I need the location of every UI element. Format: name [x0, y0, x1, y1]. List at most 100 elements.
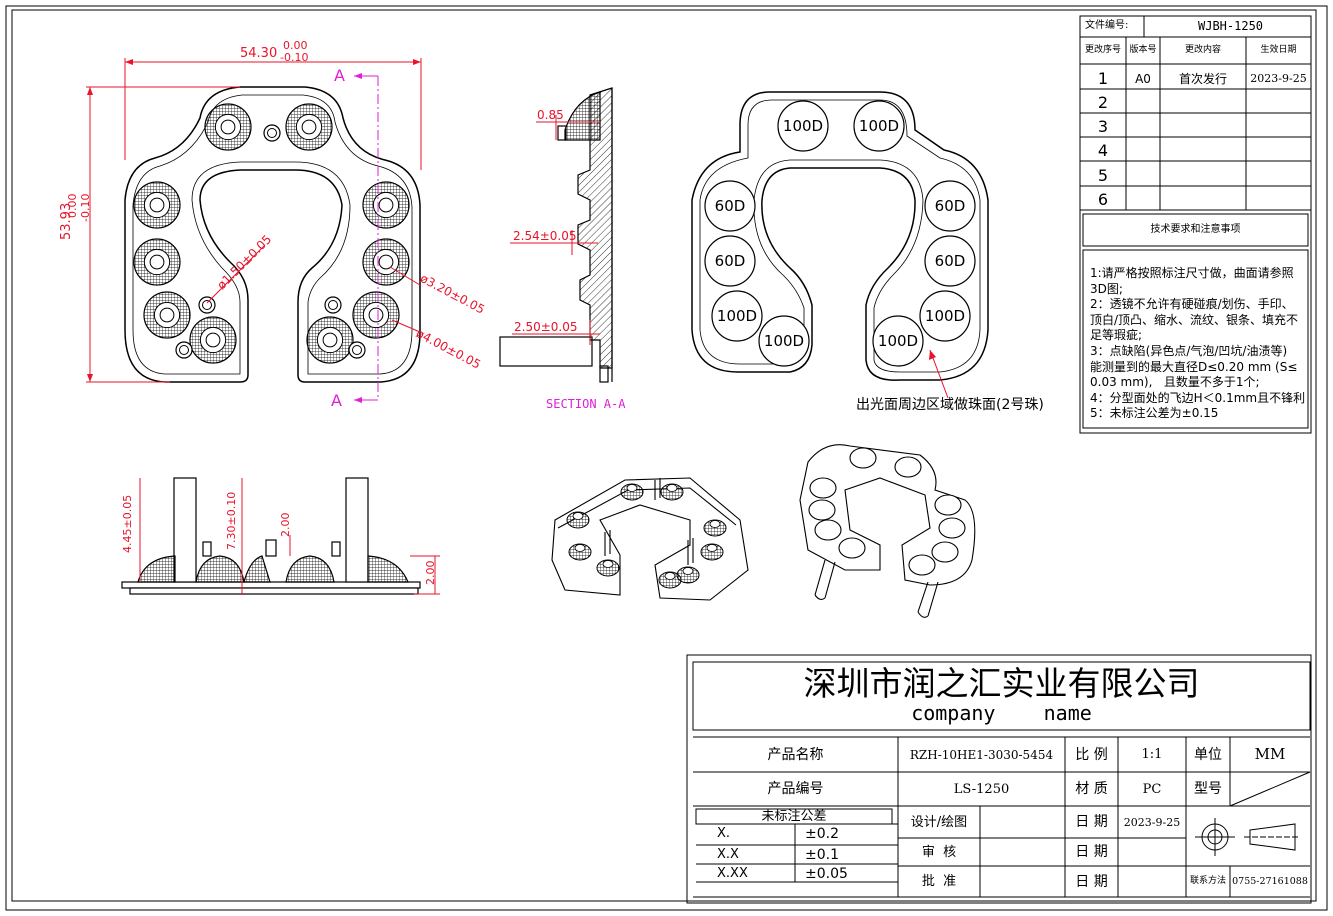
- dim-side-200a: 2.00: [279, 512, 292, 538]
- tolerance-value: ±0.1: [805, 847, 839, 863]
- rev-header-no: 更改序号: [1084, 45, 1121, 55]
- rev-cell-no: 1: [1097, 68, 1109, 88]
- iso-dome: [620, 483, 644, 501]
- iso-lens: [934, 494, 962, 516]
- iso-dome: [658, 571, 682, 589]
- unit-value: MM: [1254, 745, 1286, 763]
- rev-cell-date: [1246, 163, 1311, 188]
- iso-lens: [931, 541, 959, 563]
- rev-cell-ver: A0: [1135, 71, 1151, 86]
- iso-dome: [700, 543, 724, 561]
- product-name-label: 产品名称: [767, 746, 824, 763]
- lens-label: 60D: [934, 251, 966, 270]
- mounting-pin: [348, 341, 366, 359]
- section-marker-top: A: [334, 66, 345, 85]
- rev-header-content: 更改内容: [1184, 45, 1221, 55]
- lens-label: 60D: [714, 251, 746, 270]
- iso-view-back: [551, 477, 749, 601]
- doc-no-value: WJBH-1250: [1198, 19, 1264, 33]
- note-line: 顶白/顶凸、缩水、流纹、银条、填充不: [1090, 312, 1299, 327]
- iso-lens: [808, 499, 836, 521]
- rev-cell-ver: [1126, 115, 1160, 139]
- design-label: 设计/绘图: [910, 814, 968, 830]
- dim-height-tol-upper: 0.00: [66, 193, 79, 219]
- lens-label: 100D: [858, 116, 900, 135]
- tolerance-title: 未标注公差: [761, 809, 827, 824]
- iso-lens: [814, 519, 842, 541]
- rev-header-ver: 版本号: [1129, 45, 1157, 55]
- iso-lens: [938, 517, 966, 539]
- front-dimension-arrows: [87, 59, 421, 382]
- contact-value: 0755-27161088: [1232, 875, 1308, 887]
- dim-section-085: 0.85: [537, 108, 564, 122]
- dim-side-200b: 2.00: [424, 560, 437, 586]
- section-marker-bottom: A: [331, 391, 342, 410]
- rev-cell-date: [1246, 139, 1311, 163]
- rev-cell-date: [1246, 91, 1311, 115]
- title-block-grid: [686, 654, 1312, 904]
- side-view: [121, 477, 421, 595]
- rev-cell-ver: [1126, 139, 1160, 163]
- lens-label: 60D: [934, 196, 966, 215]
- iso-dome: [660, 483, 684, 501]
- lens-circle: [711, 290, 763, 342]
- contact-label: 联系方法: [1189, 876, 1226, 886]
- note-line: 5：未标注公差为±0.15: [1090, 406, 1219, 421]
- model-label: 型号: [1194, 781, 1222, 797]
- tolerance-key: X.XX: [717, 866, 748, 881]
- note-line: 1:请严格按照标注尺寸做，曲面请参照: [1090, 266, 1294, 280]
- rev-cell-ver: [1126, 91, 1160, 115]
- rev-cell-ver: [1126, 163, 1160, 188]
- lens-circle: [777, 100, 829, 152]
- iso-dome: [568, 543, 592, 561]
- tolerance-value: ±0.05: [805, 866, 848, 882]
- rev-cell-content: [1160, 115, 1246, 139]
- rev-cell-content: [1160, 163, 1246, 188]
- dim-width: 54.30: [240, 46, 278, 61]
- rev-cell-content: 首次发行: [1178, 71, 1227, 86]
- lens-circle: [704, 235, 756, 287]
- iso-lens: [809, 477, 837, 499]
- rev-cell-date: 2023-9-25: [1250, 72, 1307, 85]
- outer-border: [5, 5, 1328, 911]
- product-no: LS-1250: [953, 781, 1010, 797]
- check-label: 审 核: [921, 844, 957, 860]
- rev-cell-ver: [1126, 188, 1160, 212]
- product-no-label: 产品编号: [767, 781, 824, 797]
- notes-title: 技术要求和注意事项: [1150, 224, 1241, 235]
- iso-back-domes: [566, 483, 727, 589]
- tolerance-key: X.X: [717, 847, 739, 862]
- rev-cell-content: [1160, 139, 1246, 163]
- mounting-pin: [175, 341, 193, 359]
- lens-circle: [919, 290, 971, 342]
- iso-view-front: [799, 444, 976, 618]
- note-line: 能测量到的最大直径D≤0.20 mm (S≤: [1090, 359, 1298, 374]
- lens-circle: [872, 315, 924, 367]
- rev-cell-content: [1160, 188, 1246, 212]
- front-dimensions: [86, 58, 422, 383]
- date-label-1: 日 期: [1075, 814, 1108, 830]
- mounting-pin: [263, 124, 281, 142]
- iso-lens: [838, 537, 866, 559]
- lens-label: 100D: [716, 306, 758, 325]
- rev-cell-no: 2: [1097, 93, 1109, 112]
- dim-height-tol-lower: -0.10: [79, 193, 92, 222]
- dim-section-254: 2.54±0.05: [513, 229, 577, 243]
- date-label-3: 日 期: [1075, 873, 1108, 890]
- dim-width-tol-upper: 0.00: [283, 39, 308, 52]
- lens-map-circles: [704, 100, 976, 367]
- company-name-cn: 深圳市润之汇实业有限公司: [803, 663, 1200, 703]
- iso-dome: [566, 511, 590, 529]
- lens-map-view: [691, 91, 989, 381]
- scale-value: 1:1: [1141, 747, 1163, 762]
- lens-label: 60D: [714, 196, 746, 215]
- inner-border: [11, 9, 1317, 902]
- lens-circle: [924, 180, 976, 232]
- front-lens-group: [133, 103, 410, 364]
- iso-lens: [908, 554, 936, 576]
- lens-circle: [853, 100, 905, 152]
- section-dimensions: [510, 115, 600, 345]
- lens-circle: [758, 315, 810, 367]
- rev-cell-date: [1246, 188, 1311, 212]
- rev-cell-no: 3: [1097, 117, 1109, 136]
